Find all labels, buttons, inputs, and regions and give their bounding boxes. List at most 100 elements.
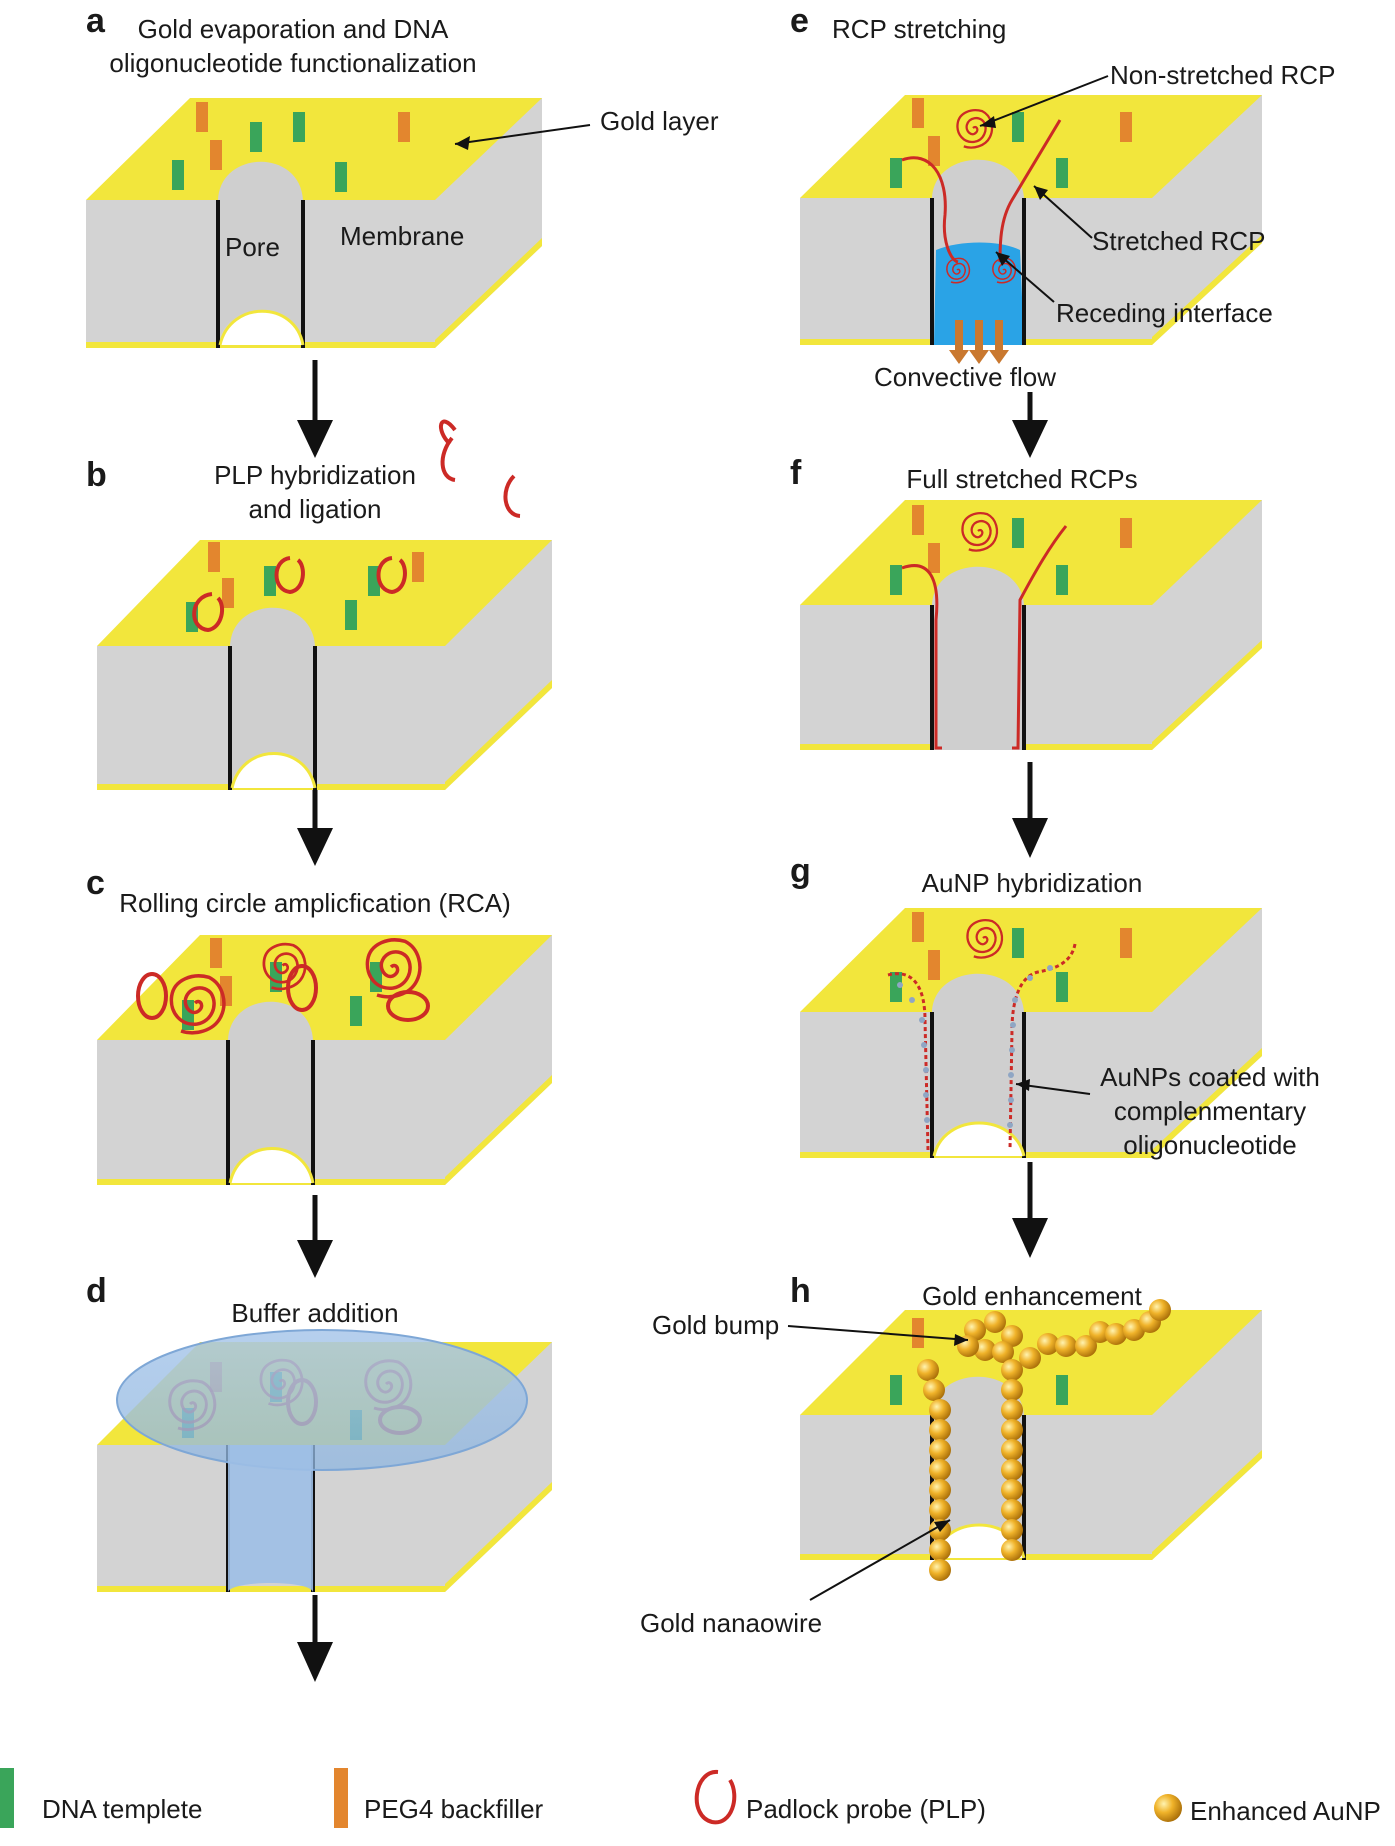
enhanced-aunp-chains [917, 1299, 1171, 1581]
enhanced-aunp [923, 1379, 945, 1401]
plp-floating-1b [440, 436, 456, 482]
panel-f: f Full stretched RCPs [790, 454, 1262, 750]
peg-backfillers [208, 542, 424, 608]
full-stretched-rcps [901, 525, 1068, 750]
panel-letter-c: c [86, 864, 105, 902]
enhanced-aunp [929, 1419, 951, 1441]
dna-template-swatch [0, 1768, 14, 1828]
enhanced-aunp [1149, 1299, 1171, 1321]
convective-flow-arrows [949, 320, 1009, 364]
flow-arrow-e-f [1012, 392, 1048, 458]
legend-plp-label: Padlock probe (PLP) [746, 1794, 986, 1824]
dna-templates [890, 1375, 1068, 1405]
membrane-block [97, 540, 552, 790]
enhanced-aunp [929, 1539, 951, 1561]
rca-products [136, 938, 430, 1035]
panel-a: a Gold evaporation and DNA oligonucleoti… [86, 2, 719, 348]
panel-e-title: RCP stretching [832, 14, 1006, 44]
panel-b-title-line2: and ligation [249, 494, 382, 524]
panel-letter-e: e [790, 2, 809, 40]
panel-letter-g: g [790, 852, 811, 890]
enhanced-aunp [1001, 1499, 1023, 1521]
panel-d-title: Buffer addition [231, 1298, 398, 1328]
aunp-label-line3: oligonucleotide [1123, 1130, 1296, 1160]
enhanced-aunp [1075, 1335, 1097, 1357]
receding-fluid [934, 242, 1024, 345]
dna-templates [890, 928, 1068, 1002]
enhanced-aunp [992, 1341, 1014, 1363]
enhanced-aunp [929, 1459, 951, 1481]
aunp-dots [897, 965, 1053, 1128]
membrane-block [800, 500, 1262, 750]
flow-arrow-b-c [297, 790, 333, 866]
padlock-probe-icon [694, 1770, 737, 1825]
pore-label: Pore [225, 232, 280, 262]
legend-item-dna-template: DNA templete [0, 1768, 202, 1828]
panel-f-title: Full stretched RCPs [906, 464, 1137, 494]
enhanced-aunp [929, 1479, 951, 1501]
stretched-rcp-label: Stretched RCP [1092, 226, 1265, 256]
enhanced-aunp [1001, 1399, 1023, 1421]
convective-flow-label: Convective flow [874, 362, 1056, 392]
receding-interface-label: Receding interface [1056, 298, 1273, 328]
membrane-block [97, 935, 552, 1185]
aunp-label-line1: AuNPs coated with [1100, 1062, 1320, 1092]
panel-a-title-line1: Gold evaporation and DNA [138, 14, 449, 44]
non-stretched-rcp-label: Non-stretched RCP [1110, 60, 1335, 90]
panel-d: d Buffer addition [86, 1272, 552, 1592]
legend-aunp-label: Enhanced AuNP [1190, 1796, 1381, 1826]
gold-layer-arrowhead [455, 136, 470, 150]
gold-layer-arrow [454, 124, 591, 145]
gold-nanowire-label: Gold nanaowire [640, 1608, 822, 1638]
padlock-probes [192, 556, 407, 633]
enhanced-aunp [1001, 1539, 1023, 1561]
enhanced-aunp [1001, 1325, 1023, 1347]
flow-arrow-d-out [297, 1595, 333, 1682]
enhanced-aunp [1055, 1335, 1077, 1357]
flow-arrow-a-b [297, 360, 333, 458]
panel-h: h Gold enhancement Gold bump Gold nanaow… [640, 1272, 1262, 1638]
panel-g-title: AuNP hybridization [922, 868, 1143, 898]
buffer-droplet [116, 1329, 528, 1592]
panel-c-title: Rolling circle amplicfication (RCA) [119, 888, 511, 918]
enhanced-aunp [929, 1399, 951, 1421]
panel-c: c Rolling circle amplicfication (RCA) [86, 864, 552, 1185]
enhanced-aunp [1037, 1333, 1059, 1355]
enhanced-aunp-icon [1154, 1794, 1182, 1822]
panel-letter-f: f [790, 454, 802, 492]
panel-letter-a: a [86, 2, 106, 40]
gold-bump-label: Gold bump [652, 1310, 779, 1340]
peg-backfillers [912, 912, 1132, 980]
panel-b: b PLP hybridization and ligation [86, 419, 552, 790]
enhanced-aunp [1001, 1359, 1023, 1381]
enhanced-aunp [1001, 1519, 1023, 1541]
enhanced-aunp [1105, 1323, 1127, 1345]
membrane-block [800, 95, 1262, 345]
enhanced-aunp [1001, 1479, 1023, 1501]
panel-a-title-line2: oligonucleotide functionalization [109, 48, 476, 78]
enhanced-aunp [1089, 1321, 1111, 1343]
plp-floating-2 [503, 474, 521, 518]
dna-templates [890, 112, 1068, 188]
peg-backfillers [912, 1318, 924, 1348]
membrane-label: Membrane [340, 221, 464, 251]
dna-templates [890, 518, 1068, 595]
legend-peg-label: PEG4 backfiller [364, 1794, 544, 1824]
legend-item-aunp: Enhanced AuNP [1154, 1794, 1381, 1826]
panel-g: g AuNP hybridization [790, 852, 1320, 1160]
flow-arrow-g-h [1012, 1162, 1048, 1258]
aunp-label-line2: complenmentary [1114, 1096, 1306, 1126]
enhanced-aunp [984, 1311, 1006, 1333]
legend-dna-label: DNA templete [42, 1794, 202, 1824]
membrane-block [86, 98, 542, 348]
dna-templates [172, 112, 347, 192]
enhanced-aunp [929, 1499, 951, 1521]
panel-letter-h: h [790, 1272, 811, 1310]
peg-backfillers [196, 102, 410, 170]
enhanced-aunp [1001, 1419, 1023, 1441]
panel-e: e RCP stretching [790, 2, 1335, 392]
flow-arrow-f-g [1012, 762, 1048, 858]
legend-item-peg4: PEG4 backfiller [334, 1768, 544, 1828]
panel-h-title: Gold enhancement [922, 1281, 1142, 1311]
